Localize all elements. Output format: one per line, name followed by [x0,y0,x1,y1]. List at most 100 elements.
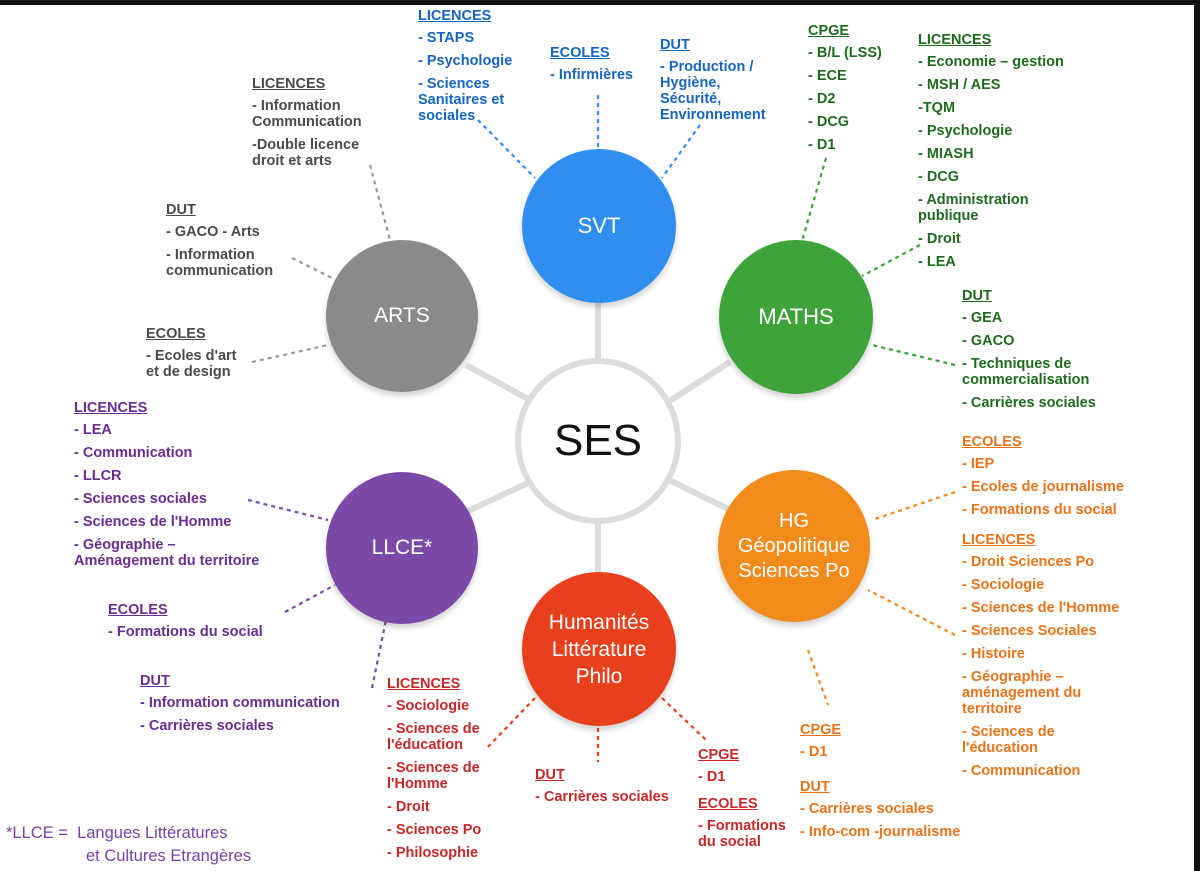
arts-licences: LICENCES- Information Communication-Doub… [252,76,362,176]
group-heading: LICENCES [387,676,461,692]
group-item: - MIASH [918,146,974,162]
group-item: - Communication [962,763,1081,779]
svt-dut: DUT- Production / Hygiène, Sécurité, Env… [660,37,766,130]
group-item: - D1 [808,137,836,153]
node-svt: SVT [522,149,676,303]
group-item: - Info-com -journalisme [800,824,961,840]
node-hg: HG Géopolitique Sciences Po [718,470,870,622]
spoke-llce [464,479,532,515]
link-llce-dut [370,619,388,689]
frame-border-right [1194,0,1200,871]
group-heading: LICENCES [74,400,148,416]
arts-dut: DUT- GACO - Arts- Information communicat… [166,202,273,286]
group-item: - STAPS [418,30,475,46]
group-item: - Sociologie [387,698,470,714]
spoke-arts [464,362,532,403]
group-heading: CPGE [698,747,740,763]
group-item: - Ecoles d'art et de design [146,348,237,380]
group-heading: ECOLES [108,602,168,618]
link-hum-licences [484,697,536,751]
footnote: *LLCE = Langues Littératures et Cultures… [6,822,251,868]
group-item: - Administration publique [918,192,1029,224]
node-llce: LLCE* [326,472,478,624]
link-arts-dut [291,257,333,279]
group-item: - Sciences de l'éducation [962,724,1055,756]
group-item: - Sciences de l'Homme [74,514,232,530]
hum-licences: LICENCES - Sociologie - Sciences de l'éduc… [387,676,481,868]
group-item: - Carrières sociales [962,395,1096,411]
group-item: - D1 [698,769,726,785]
group-item: - Carrières sociales [800,801,934,817]
group-item: - LLCR [74,468,122,484]
link-svt-dut [661,124,701,179]
group-item: - Formations du social [108,624,263,640]
node-humanites-line3: Philo [575,664,623,688]
group-item: - Philosophie [387,845,479,861]
group-item: - Information communication [140,695,340,711]
hg-licences: LICENCES- Droit Sciences Po- Sociologie-… [962,532,1119,786]
group-item: - Information communication [166,247,274,279]
node-hg-line2: Géopolitique [737,534,851,557]
group-item: - Ecoles de journalisme [962,479,1124,495]
node-humanites-line1: Humanités [548,610,650,634]
group-item: - Information Communication [252,98,362,130]
footnote-line2: et Cultures Etrangères [86,847,252,865]
node-maths: MATHS [719,240,873,394]
group-item: - Formations du social [962,502,1117,518]
svt-ecoles: ECOLES- Infirmières [550,45,633,90]
group-heading: DUT [800,779,830,795]
group-item: - Histoire [962,646,1025,662]
group-item: - Sciences Sociales [962,623,1097,639]
group-item: - Géographie – Aménagement du territoire [74,537,260,569]
group-heading: DUT [535,767,565,783]
group-item: - ECE [808,68,847,84]
maths-cpge: CPGE- B/L (LSS)- ECE- D2- DCG- D1 [808,23,882,160]
group-heading: LICENCES [962,532,1036,548]
link-maths-licences [861,244,921,277]
link-hg-ecoles [871,490,956,522]
group-item: - GEA [962,310,1003,326]
link-hg-licences [867,589,956,636]
group-item: - Sciences Sanitaires et sociales [418,76,505,124]
group-item: - Techniques de commercialisation [962,356,1090,388]
group-item: - Economie – gestion [918,54,1064,70]
hg-dut: DUT - Carrières sociales - Info-com -journ… [800,779,960,847]
group-item: - D2 [808,91,836,107]
link-hum-cpge [661,697,707,741]
link-arts-licences [368,164,392,241]
group-item: - Droit [387,799,430,815]
group-item: - GACO [962,333,1015,349]
footnote-line1: *LLCE = Langues Littératures [6,824,228,842]
group-item: - Carrières sociales [140,718,274,734]
group-item: - DCG [918,169,960,185]
group-item: - Sciences de l'éducation [387,721,480,753]
group-item: - Psychologie [418,53,513,69]
arts-ecoles: ECOLES- Ecoles d'art et de design [146,326,236,387]
node-hg-line1: HG [779,509,809,532]
group-item: - Sciences Po [387,822,482,838]
link-llce-licences [247,498,329,522]
llce-ecoles: ECOLES - Formations du social [108,602,263,647]
group-item: - IEP [962,456,995,472]
group-heading: CPGE [800,722,842,738]
node-humanites: Humanités Littérature Philo [522,572,676,726]
group-item: - B/L (LSS) [808,45,882,61]
group-item: - Psychologie [918,123,1013,139]
spoke-maths [666,359,732,405]
link-maths-cpge [798,157,828,249]
hg-ecoles: ECOLES - IEP - Ecoles de journalisme - Form… [962,434,1124,525]
group-item: - DCG [808,114,850,130]
group-item: - Sciences de l'Homme [962,600,1120,616]
link-hg-cpge [806,649,830,706]
group-item: - Géographie – aménagement du territoire [962,669,1082,717]
maths-licences: LICENCES- Economie – gestion- MSH / AES-… [918,32,1064,277]
node-svt-label: SVT [577,213,621,238]
center-node-ses: SES [515,358,681,524]
group-heading: DUT [140,673,170,689]
group-heading: ECOLES [698,796,758,812]
center-label: SES [553,416,643,465]
maths-dut: DUT- GEA- GACO- Techniques de commercial… [962,288,1096,418]
group-heading: ECOLES [962,434,1022,450]
link-arts-ecoles [251,343,329,364]
link-svt-licences [477,119,536,179]
